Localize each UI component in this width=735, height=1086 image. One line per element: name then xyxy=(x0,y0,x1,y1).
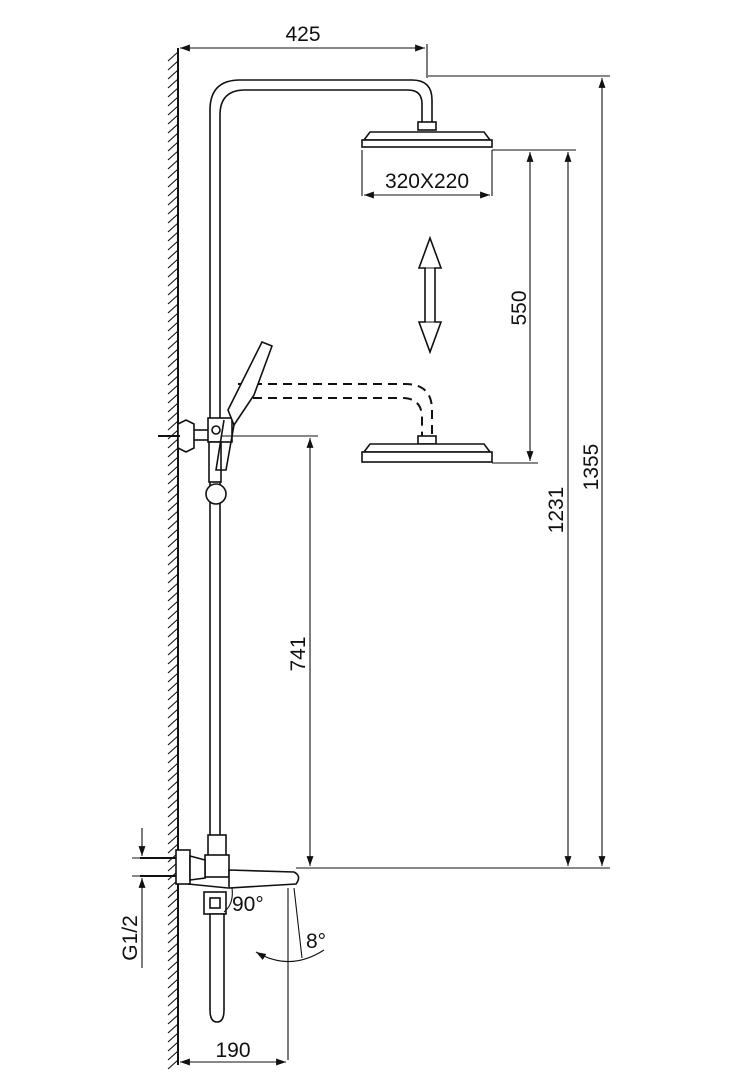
angle-spout: 90° xyxy=(223,887,264,916)
wall xyxy=(167,48,179,1070)
angle-tilt: 8° xyxy=(255,930,326,963)
hand-shower xyxy=(215,340,274,471)
label-head-size: 320X220 xyxy=(385,170,469,193)
dimension-adjust-range: 550 xyxy=(492,149,538,464)
label-wall-height: 1231 xyxy=(545,487,568,534)
hand-shower-holder xyxy=(158,417,233,505)
label-spout-angle: 90° xyxy=(232,893,264,916)
dimension-spout-length: 190 xyxy=(180,1039,286,1066)
riser-pipe xyxy=(209,79,433,835)
label-tilt-angle: 8° xyxy=(306,930,326,953)
dimension-wall-height: 1231 xyxy=(538,149,576,866)
label-arm-reach: 425 xyxy=(285,23,320,46)
lower-shower-head xyxy=(238,383,493,463)
dimension-arm-reach: 425 xyxy=(180,23,428,78)
dimension-total-height: 1355 xyxy=(428,75,610,866)
label-connection: G1/2 xyxy=(119,915,142,961)
label-holder-height: 741 xyxy=(287,636,310,671)
top-shower-head xyxy=(361,121,493,199)
mixer-valve xyxy=(140,834,303,1060)
adjust-arrow-icon xyxy=(417,235,443,355)
dimension-holder-height: 741 xyxy=(222,435,318,866)
label-spout-length: 190 xyxy=(215,1039,250,1062)
label-total-height: 1355 xyxy=(580,444,603,491)
dimension-connection: G1/2 xyxy=(119,828,176,968)
label-adjust-range: 550 xyxy=(508,290,531,325)
